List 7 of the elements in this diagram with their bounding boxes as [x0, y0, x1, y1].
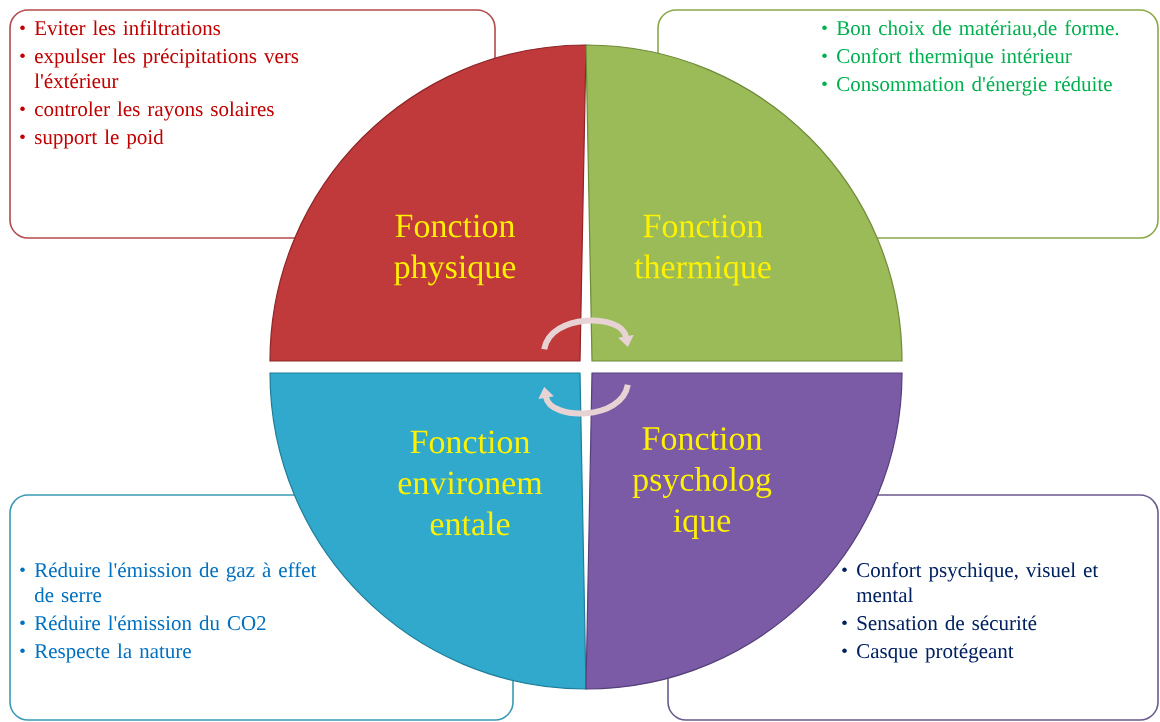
curved-arrow — [541, 317, 634, 351]
bullet-item: Eviter les infiltrations — [20, 20, 221, 36]
curved-arrow — [538, 383, 631, 417]
bullet-item: support le poid — [20, 129, 164, 149]
bullet-item: Respecte la nature — [20, 643, 191, 663]
bullet-item: Réduire l'émission du CO2 — [20, 615, 266, 631]
bullet-item: Bon choix de matériau,de forme. — [822, 20, 1119, 39]
